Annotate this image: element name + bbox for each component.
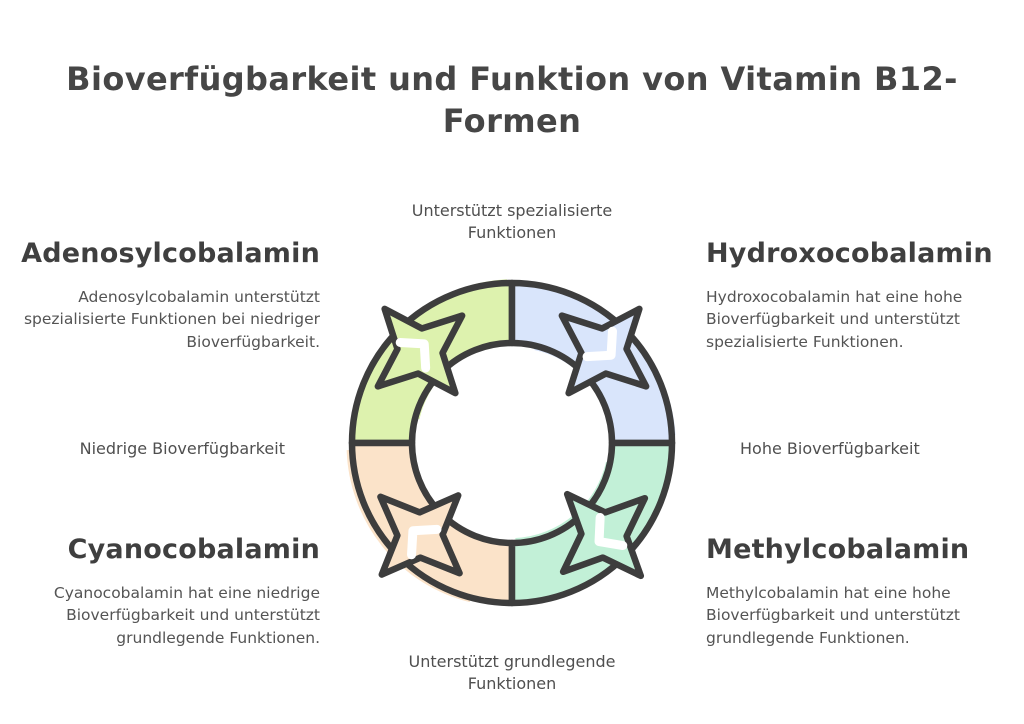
- cycle-diagram: [332, 263, 692, 623]
- arrow-star-hydroxocobalamin: [558, 305, 650, 397]
- quadrant-heading-methylcobalamin: Methylcobalamin: [706, 534, 970, 565]
- quadrant-description-methylcobalamin: Methylcobalamin hat eine hohe Bioverfügb…: [706, 584, 960, 647]
- axis-label-right: Hohe Bioverfügbarkeit: [740, 439, 920, 458]
- quadrant-description-hydroxocobalamin: Hydroxocobalamin hat eine hohe Bioverfüg…: [706, 288, 963, 351]
- arrow-star-adenosylcobalamin: [374, 305, 466, 397]
- arrow-star-cyanocobalamin: [377, 492, 463, 578]
- axis-label-bottom: Unterstützt grundlegende Funktionen: [408, 652, 616, 693]
- arrow-stars-layer: [374, 305, 650, 580]
- quadrant-block-hydroxocobalamin: Hydroxocobalamin Hydroxocobalamin hat ei…: [706, 238, 1006, 353]
- flow-chevron: [407, 524, 442, 560]
- quadrant-description-cyanocobalamin: Cyanocobalamin hat eine niedrige Bioverf…: [53, 584, 320, 647]
- quadrant-description-adenosylcobalamin: Adenosylcobalamin unterstützt spezialisi…: [23, 288, 320, 351]
- page-title: Bioverfügbarkeit und Funktion von Vitami…: [66, 60, 958, 141]
- arrow-star-methylcobalamin: [559, 490, 649, 580]
- axis-label-top: Unterstützt spezialisierte Funktionen: [411, 201, 613, 242]
- axis-label-left: Niedrige Bioverfügbarkeit: [79, 439, 285, 458]
- flow-chevron: [594, 513, 628, 551]
- cycle-diagram-svg: [346, 279, 676, 607]
- quadrant-heading-hydroxocobalamin: Hydroxocobalamin: [706, 238, 993, 269]
- quadrant-heading-cyanocobalamin: Cyanocobalamin: [67, 534, 320, 565]
- flow-chevron: [582, 326, 617, 362]
- quadrant-block-adenosylcobalamin: Adenosylcobalamin Adenosylcobalamin unte…: [20, 238, 320, 353]
- quadrant-block-cyanocobalamin: Cyanocobalamin Cyanocobalamin hat eine n…: [20, 534, 320, 649]
- quadrant-block-methylcobalamin: Methylcobalamin Methylcobalamin hat eine…: [706, 534, 1006, 649]
- quadrant-heading-adenosylcobalamin: Adenosylcobalamin: [21, 238, 320, 269]
- flow-chevron: [395, 338, 431, 373]
